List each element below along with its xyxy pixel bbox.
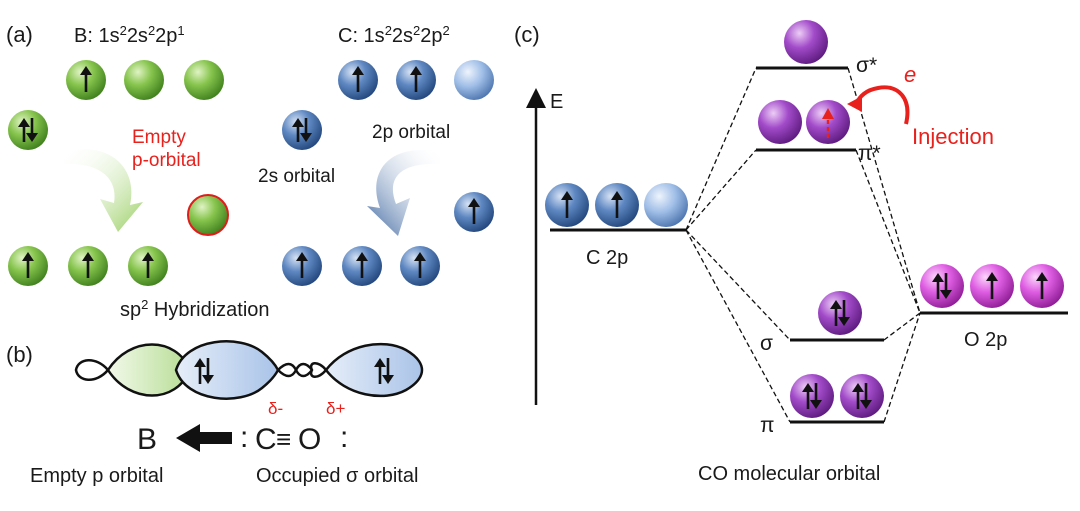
boron-electron-config: B: 1s22s22p1 xyxy=(74,23,185,48)
occupied-sigma-orbital-caption: Occupied σ orbital xyxy=(256,465,418,487)
sp2-hybridization-label: sp2 Hybridization xyxy=(120,297,270,322)
pi-orbital-1 xyxy=(790,374,834,418)
panel-label-b: (b) xyxy=(6,342,33,367)
empty-p-orbital-label-line2: p-orbital xyxy=(132,150,201,171)
empty-p-orbital xyxy=(187,194,229,236)
paired-spin-arrows-icon xyxy=(830,300,850,326)
correlation-lines xyxy=(685,67,921,423)
injection-arrow-icon xyxy=(854,85,910,125)
o-2p-label: O 2p xyxy=(964,329,1007,351)
carbon-hybrid-orbital-1 xyxy=(282,246,322,286)
up-spin-arrow-icon xyxy=(82,252,94,278)
co-molecular-orbital-caption: CO molecular orbital xyxy=(698,463,880,485)
carbon-electron-config: C: 1s22s22p2 xyxy=(338,23,450,48)
carbon-hybridization-arrow-icon xyxy=(367,149,440,236)
o-2p-orbital-1 xyxy=(920,264,964,308)
oxygen-symbol: O xyxy=(298,423,321,456)
up-spin-arrow-icon xyxy=(296,252,308,278)
up-spin-arrow-icon xyxy=(142,252,154,278)
up-spin-arrow-icon xyxy=(80,66,92,92)
paired-spin-arrows-icon xyxy=(292,118,312,142)
paired-spin-arrows-icon xyxy=(374,358,394,384)
hybridization-arrow-icon xyxy=(62,149,143,232)
sigma-star-label: σ* xyxy=(856,54,877,77)
empty-p-orbital-caption: Empty p orbital xyxy=(30,465,163,487)
c-2p-orbital-2 xyxy=(595,183,639,227)
paired-spin-arrows-icon xyxy=(194,358,214,384)
sp2-hybrid-orbital-2 xyxy=(68,246,108,286)
sigma-label: σ xyxy=(760,332,773,355)
panel-label-c: (c) xyxy=(514,22,540,47)
boron-2s-orbital xyxy=(8,110,48,150)
up-spin-arrow-icon xyxy=(414,252,426,278)
c-2p-label: C 2p xyxy=(586,247,628,269)
boron-symbol: B xyxy=(137,423,157,456)
up-spin-arrow-icon xyxy=(352,66,364,92)
orbital-overlap-diagram xyxy=(74,340,424,400)
carbon-sp-orbital-top xyxy=(454,192,494,232)
empty-p-orbital-label-line1: Empty xyxy=(132,127,186,148)
sigma-star-orbital xyxy=(784,20,828,64)
up-spin-arrow-icon xyxy=(1036,272,1048,299)
delta-minus-label: δ- xyxy=(268,399,283,418)
sp2-hybrid-orbital-1 xyxy=(8,246,48,286)
paired-spin-arrows-icon xyxy=(932,273,952,299)
up-spin-arrow-icon xyxy=(356,252,368,278)
colon-right: : xyxy=(340,421,348,454)
up-spin-arrow-icon xyxy=(986,272,998,299)
up-spin-arrow-icon xyxy=(410,66,422,92)
2p-orbital-label: 2p orbital xyxy=(372,122,450,143)
pi-star-label: π* xyxy=(858,142,881,165)
boron-2p-orbital-3 xyxy=(184,60,224,100)
up-spin-arrow-icon xyxy=(561,191,573,218)
pi-star-orbital-2 xyxy=(806,100,850,144)
colon-left: : xyxy=(240,421,248,454)
carbon-2s-orbital xyxy=(282,110,322,150)
panel-label-a: (a) xyxy=(6,22,33,47)
paired-spin-arrows-icon xyxy=(18,118,38,142)
c-2p-orbital-1 xyxy=(545,183,589,227)
sp2-hybrid-orbital-3 xyxy=(128,246,168,286)
up-spin-arrow-icon xyxy=(611,191,623,218)
injection-arrowhead-icon xyxy=(847,96,862,112)
carbon-hybrid-orbital-2 xyxy=(342,246,382,286)
paired-spin-arrows-icon xyxy=(852,383,872,409)
c-2p-orbital-3 xyxy=(644,183,688,227)
delta-plus-label: δ+ xyxy=(326,399,345,418)
pi-star-orbital-1 xyxy=(758,100,802,144)
paired-spin-arrows-icon xyxy=(802,383,822,409)
carbon-2p-orbital-2 xyxy=(396,60,436,100)
carbon-2p-orbital-1 xyxy=(338,60,378,100)
electron-label: e xyxy=(904,62,916,87)
o-2p-orbital-3 xyxy=(1020,264,1064,308)
carbon-sigma-lobe xyxy=(174,340,280,400)
injected-electron-arrow-icon xyxy=(822,108,834,138)
carbon-hybrid-orbital-3 xyxy=(400,246,440,286)
energy-axis-label: E xyxy=(550,91,563,113)
pi-label: π xyxy=(760,414,775,437)
up-spin-arrow-icon xyxy=(22,252,34,278)
carbon-symbol: C xyxy=(255,423,277,456)
up-spin-arrow-icon xyxy=(468,198,480,224)
donation-arrow-icon xyxy=(176,424,232,452)
sigma-orbital xyxy=(818,291,862,335)
triple-bond-symbol: ≡ xyxy=(276,424,291,454)
carbon-2p-orbital-3 xyxy=(454,60,494,100)
pi-orbital-2 xyxy=(840,374,884,418)
injection-label: Injection xyxy=(912,124,994,149)
2s-orbital-label: 2s orbital xyxy=(258,166,335,187)
oxygen-sigma-lobe xyxy=(324,342,424,398)
boron-2p-orbital-2 xyxy=(124,60,164,100)
boron-2p-orbital-1 xyxy=(66,60,106,100)
o-2p-orbital-2 xyxy=(970,264,1014,308)
